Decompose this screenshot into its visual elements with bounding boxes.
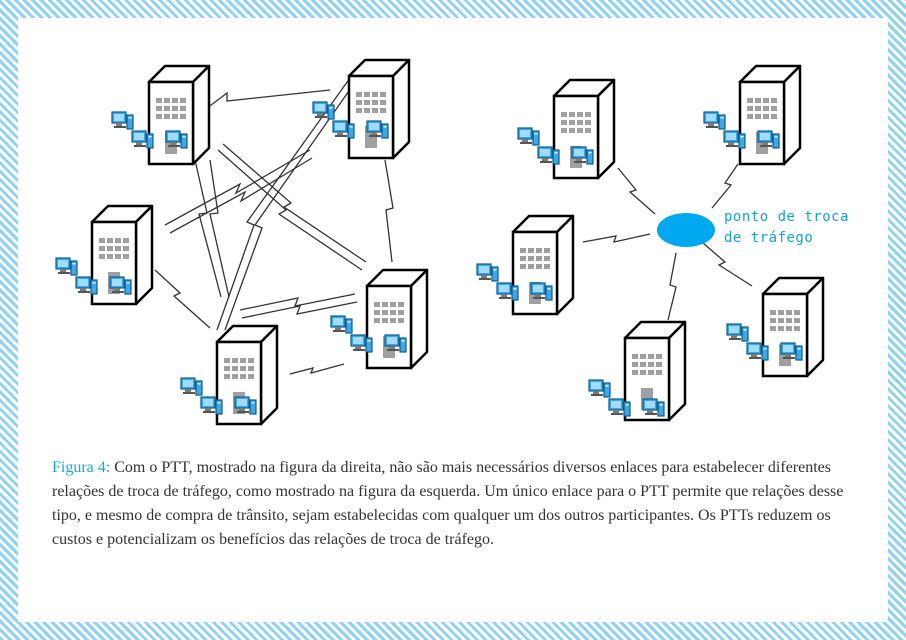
right-network-top-right <box>704 64 802 166</box>
left-mesh-links <box>154 77 394 375</box>
right-network-bottom <box>589 320 687 422</box>
right-star-links <box>582 163 753 321</box>
right-network-left <box>477 214 575 316</box>
exchange-point-hub <box>657 213 715 247</box>
figure-caption: Figura 4: Com o PTT, mostrado na figura … <box>52 456 852 552</box>
right-network-top-left <box>518 78 616 180</box>
figure-caption-label: Figura 4: <box>52 459 111 476</box>
exchange-point-label-line-2: de tráfego <box>724 230 814 246</box>
exchange-point-label: ponto de troca de tráfego <box>724 207 874 249</box>
left-network-top-left <box>112 64 211 166</box>
left-network-right <box>331 268 429 370</box>
left-network-top-right <box>313 58 411 160</box>
exchange-point-label-line-1: ponto de troca <box>724 209 850 225</box>
left-network-left <box>56 204 154 306</box>
right-network-right <box>727 276 825 378</box>
network-diagrams <box>0 58 825 426</box>
figure-caption-text: Com o PTT, mostrado na figura da direita… <box>52 459 844 548</box>
left-network-bottom <box>181 324 279 426</box>
